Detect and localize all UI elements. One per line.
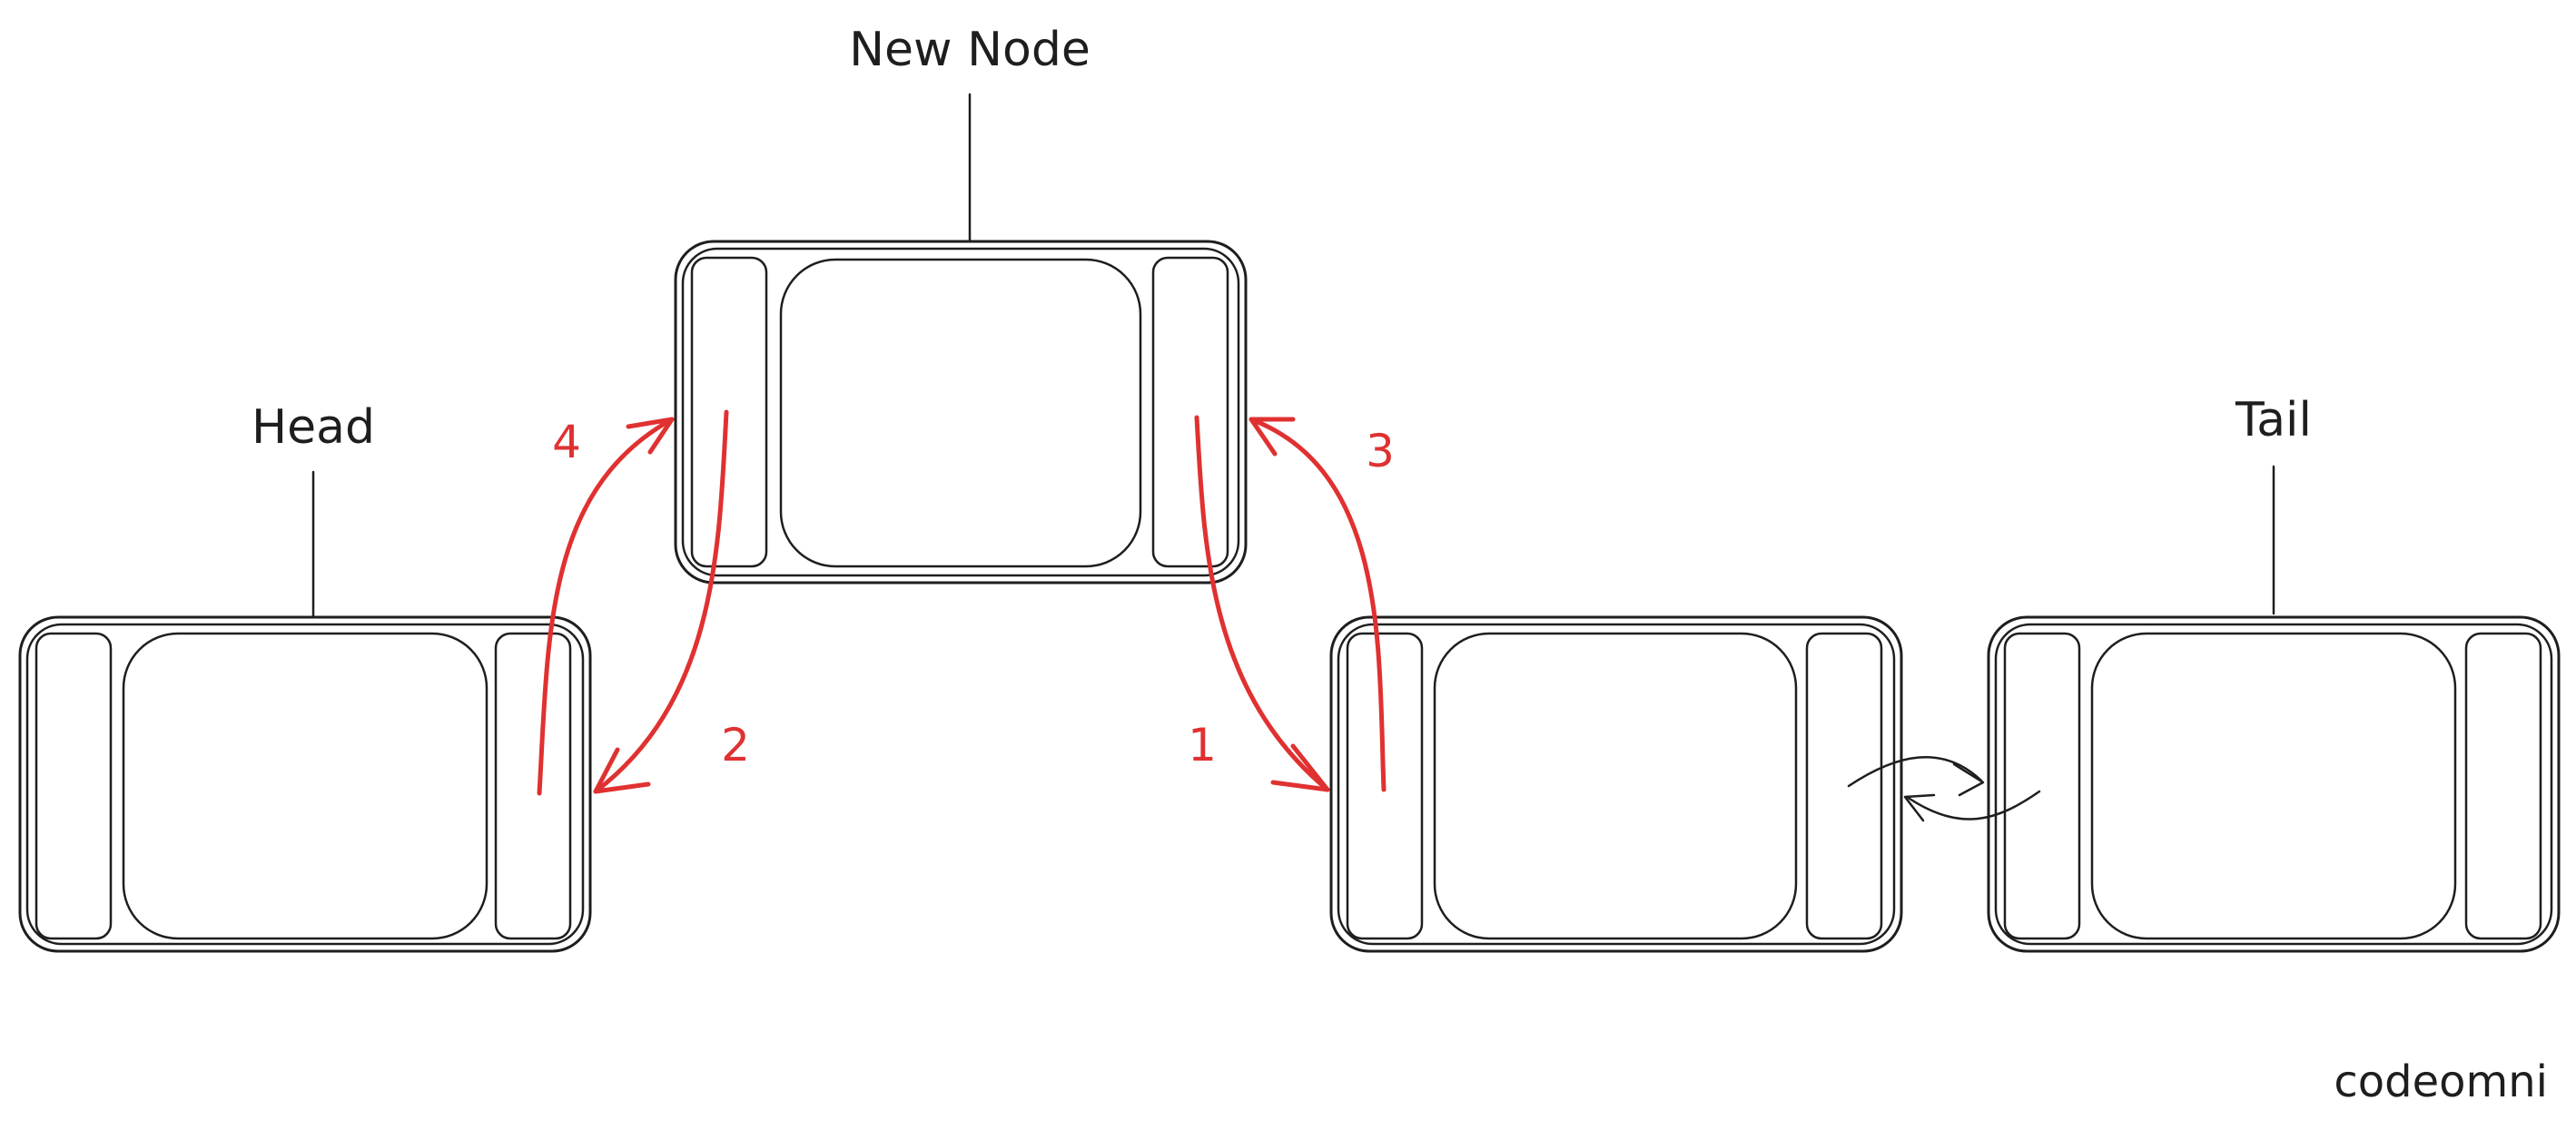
new-node-label: New Node	[849, 23, 1091, 77]
middle-node	[1329, 615, 1903, 953]
tail-data-cell	[2090, 632, 2457, 940]
new-node-next-pointer-cell	[1151, 256, 1229, 568]
step-2-arrow	[593, 409, 729, 794]
tail-node	[1987, 615, 2561, 953]
watermark: codeomni	[2334, 1056, 2548, 1107]
tail-prev-pointer-cell	[2003, 632, 2081, 940]
head-label: Head	[252, 400, 375, 455]
step-3-arrow	[1249, 417, 1387, 792]
step-2-number: 2	[721, 719, 750, 771]
tail-label: Tail	[2235, 393, 2312, 447]
tail-to-middle-arrow	[1905, 790, 2041, 820]
new-node-data-cell	[779, 258, 1142, 568]
step-4-number: 4	[552, 416, 581, 468]
new-node-prev-pointer-cell	[690, 256, 768, 568]
middle-next-pointer-cell	[1805, 632, 1883, 940]
middle-to-tail-arrowhead	[1952, 762, 1985, 797]
middle-to-tail-arrow	[1847, 755, 1983, 788]
head-data-cell	[122, 632, 489, 940]
head-next-pointer-cell	[494, 632, 572, 940]
middle-data-cell	[1433, 632, 1798, 940]
step-4-arrow	[537, 417, 675, 796]
head-node	[18, 615, 592, 953]
step-1-arrow	[1194, 415, 1330, 792]
tail-to-middle-arrowhead	[1903, 793, 1936, 822]
head-prev-pointer-cell	[35, 632, 113, 940]
middle-prev-pointer-cell	[1346, 632, 1424, 940]
step-1-number: 1	[1188, 719, 1217, 771]
new-node	[674, 240, 1248, 585]
middle-tail-link	[1847, 755, 2041, 822]
step-3-number: 3	[1366, 425, 1395, 477]
tail-next-pointer-cell	[2464, 632, 2542, 940]
